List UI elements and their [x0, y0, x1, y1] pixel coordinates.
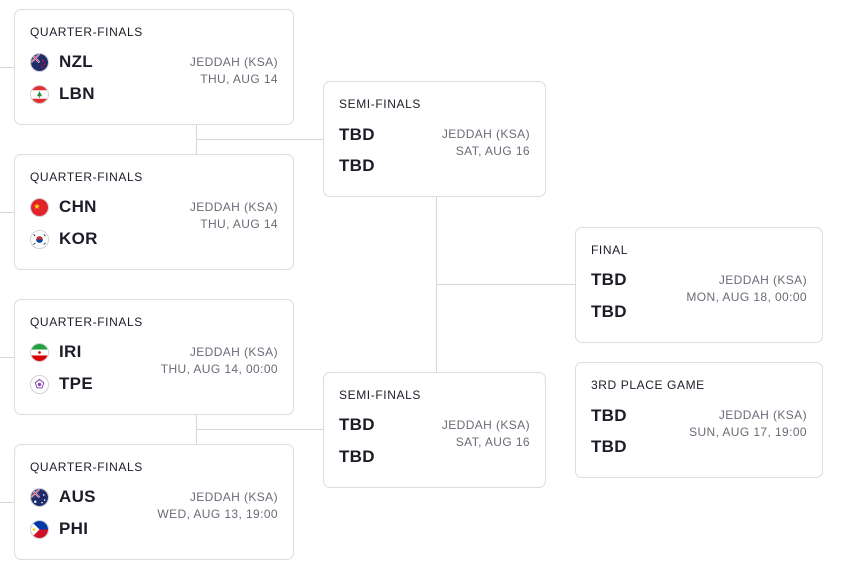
- lb-flag-icon: [30, 84, 49, 104]
- team-row-home[interactable]: TBD: [591, 404, 627, 428]
- team-code: TBD: [339, 447, 375, 466]
- round-label: QUARTER-FINALS: [30, 25, 143, 39]
- team-row-home[interactable]: NZL: [30, 50, 93, 74]
- date-label: THU, AUG 14: [200, 72, 278, 86]
- team-row-away[interactable]: PHI: [30, 517, 88, 541]
- team-row-home[interactable]: TBD: [339, 123, 375, 147]
- team-code: TBD: [339, 156, 375, 175]
- team-code: AUS: [59, 487, 96, 506]
- tpe-flag-icon: [30, 374, 49, 394]
- team-row-away[interactable]: TBD: [591, 300, 627, 324]
- team-code: PHI: [59, 519, 89, 538]
- round-label: QUARTER-FINALS: [30, 315, 143, 329]
- match-card-qf2[interactable]: QUARTER-FINALS CHN KOR JEDDAH (KSA) THU,…: [14, 154, 294, 270]
- round-label: 3RD PLACE GAME: [591, 378, 705, 392]
- date-label: WED, AUG 13, 19:00: [157, 507, 278, 521]
- team-row-home[interactable]: IRI: [30, 340, 82, 364]
- connector-line: [0, 67, 14, 68]
- team-row-away[interactable]: TPE: [30, 372, 93, 396]
- team-code: CHN: [59, 197, 97, 216]
- match-card-qf4[interactable]: QUARTER-FINALS AUS PHI JEDDAH (KSA) WED,…: [14, 444, 294, 560]
- team-code: LBN: [59, 84, 95, 103]
- round-label: FINAL: [591, 243, 629, 257]
- date-label: SUN, AUG 17, 19:00: [689, 425, 807, 439]
- venue-label: JEDDAH (KSA): [441, 127, 530, 141]
- team-row-away[interactable]: TBD: [339, 154, 375, 178]
- connector-line: [0, 212, 14, 213]
- team-code: TBD: [591, 406, 627, 425]
- connector-line: [0, 357, 14, 358]
- team-code: TBD: [591, 302, 627, 321]
- match-card-qf3[interactable]: QUARTER-FINALS IRI TPE JEDDAH (KSA) THU,…: [14, 299, 294, 415]
- team-row-home[interactable]: AUS: [30, 485, 96, 509]
- venue-label: JEDDAH (KSA): [441, 418, 530, 432]
- venue-label: JEDDAH (KSA): [189, 345, 278, 359]
- match-card-sf1[interactable]: SEMI-FINALS TBD TBD JEDDAH (KSA) SAT, AU…: [323, 81, 546, 197]
- team-row-away[interactable]: LBN: [30, 82, 95, 106]
- kr-flag-icon: [30, 229, 49, 249]
- cn-flag-icon: [30, 197, 49, 217]
- venue-label: JEDDAH (KSA): [718, 408, 807, 422]
- venue-label: JEDDAH (KSA): [189, 490, 278, 504]
- team-code: TBD: [339, 415, 375, 434]
- team-code: TBD: [591, 270, 627, 289]
- nz-flag-icon: [30, 52, 49, 72]
- team-code: NZL: [59, 52, 93, 71]
- round-label: QUARTER-FINALS: [30, 170, 143, 184]
- connector-line: [196, 139, 323, 140]
- match-card-third-place[interactable]: 3RD PLACE GAME TBD TBD JEDDAH (KSA) SUN,…: [575, 362, 823, 478]
- team-code: TBD: [591, 437, 627, 456]
- date-label: SAT, AUG 16: [455, 144, 530, 158]
- match-card-qf1[interactable]: QUARTER-FINALS NZL LBN JEDDAH (KSA) THU,…: [14, 9, 294, 125]
- date-label: MON, AUG 18, 00:00: [686, 290, 807, 304]
- team-row-home[interactable]: TBD: [339, 413, 375, 437]
- match-card-sf2[interactable]: SEMI-FINALS TBD TBD JEDDAH (KSA) SAT, AU…: [323, 372, 546, 488]
- team-code: KOR: [59, 229, 98, 248]
- ph-flag-icon: [30, 519, 49, 539]
- venue-label: JEDDAH (KSA): [189, 200, 278, 214]
- team-code: TPE: [59, 374, 93, 393]
- round-label: SEMI-FINALS: [339, 388, 421, 402]
- team-row-away[interactable]: KOR: [30, 227, 98, 251]
- connector-line: [436, 284, 575, 285]
- connector-line: [196, 429, 323, 430]
- date-label: THU, AUG 14, 00:00: [160, 362, 278, 376]
- venue-label: JEDDAH (KSA): [189, 55, 278, 69]
- round-label: QUARTER-FINALS: [30, 460, 143, 474]
- connector-line: [0, 502, 14, 503]
- date-label: SAT, AUG 16: [455, 435, 530, 449]
- team-code: IRI: [59, 342, 82, 361]
- team-row-away[interactable]: TBD: [591, 435, 627, 459]
- ir-flag-icon: [30, 342, 49, 362]
- venue-label: JEDDAH (KSA): [718, 273, 807, 287]
- round-label: SEMI-FINALS: [339, 97, 421, 111]
- team-row-home[interactable]: CHN: [30, 195, 97, 219]
- match-card-final[interactable]: FINAL TBD TBD JEDDAH (KSA) MON, AUG 18, …: [575, 227, 823, 343]
- team-row-away[interactable]: TBD: [339, 445, 375, 469]
- date-label: THU, AUG 14: [200, 217, 278, 231]
- team-row-home[interactable]: TBD: [591, 268, 627, 292]
- team-code: TBD: [339, 125, 375, 144]
- au-flag-icon: [30, 487, 49, 507]
